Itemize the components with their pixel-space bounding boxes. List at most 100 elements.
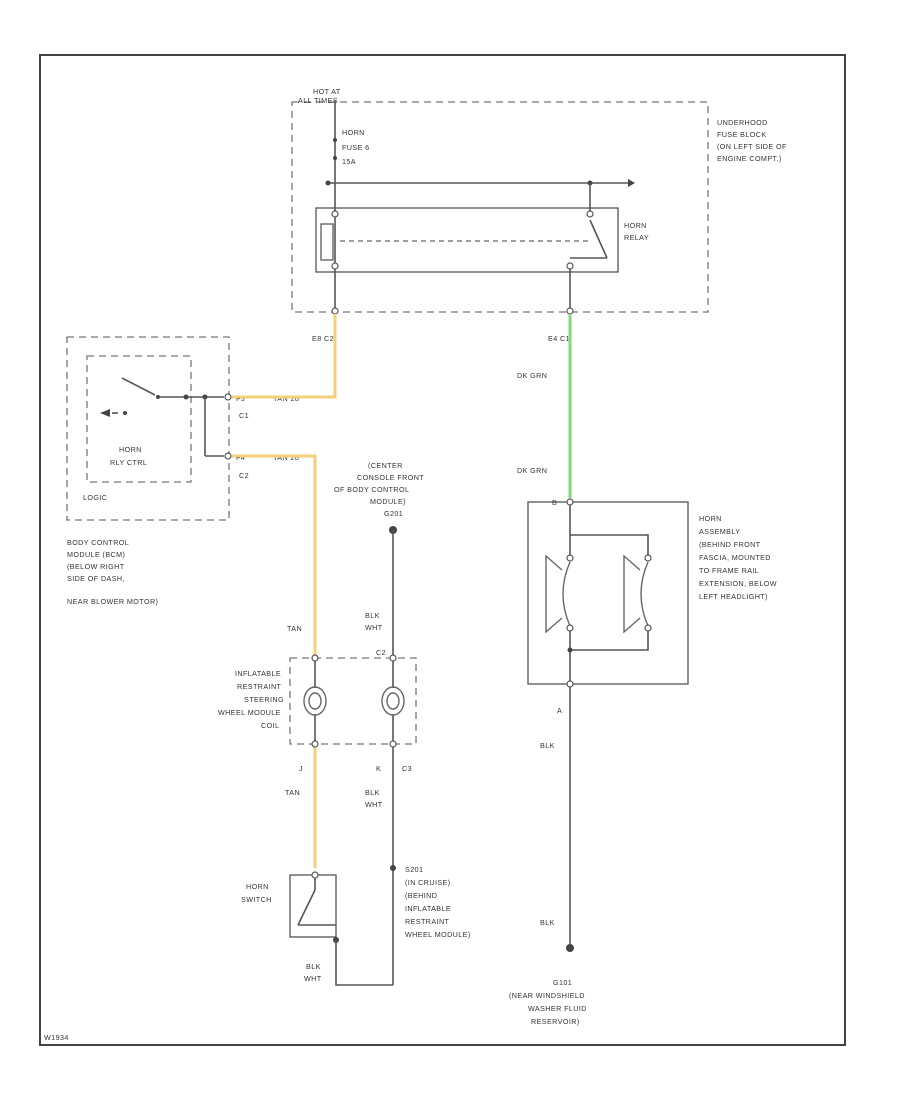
s201-label-1: S201 (405, 865, 423, 874)
horn-label-7: LEFT HEADLIGHT) (699, 592, 768, 601)
coil-pin-j-label: J (299, 764, 303, 773)
hot-at-label-2: ALL TIMES (298, 96, 338, 105)
e4-connector-pin (566, 307, 574, 315)
tan-label-1: TAN (287, 624, 302, 633)
tan-label-2: TAN (285, 788, 300, 797)
e4-c1-connector-label: E4 C1 (548, 334, 570, 343)
coil-label-3: STEERING (244, 695, 284, 704)
bcm-outline (66, 336, 230, 521)
blk-label-1: BLK (540, 741, 555, 750)
g101-label-1: G101 (553, 978, 572, 987)
coil-label-4: WHEEL MODULE (218, 708, 281, 717)
bcm-ground-dot (123, 411, 127, 415)
horn-left-bottom-pin (566, 624, 574, 632)
bcm-label-1: BODY CONTROL (67, 538, 129, 547)
bcm-c2-pin (224, 452, 232, 460)
clockspring-right-inner-icon (386, 692, 400, 710)
horn-assembly: B A HORN ASSEMBLY (BEHIND FRONT FASCIA, … (527, 498, 776, 715)
horn-switch: HORN SWITCH (241, 871, 339, 943)
coil-label-1: INFLATABLE (235, 669, 281, 678)
g201-label-2: CONSOLE FRONT (357, 473, 424, 482)
g201-label-5: G201 (384, 509, 403, 518)
blk-wht-label-2a: BLK (365, 788, 380, 797)
s201-label-2: (IN CRUISE) (405, 878, 451, 887)
relay-switch-contact-icon (589, 219, 608, 259)
horn-switch-contact-icon (297, 889, 316, 926)
g101-label-2: (NEAR WINDSHIELD (509, 991, 585, 1000)
e8-connector-pin (331, 307, 339, 315)
horn-bottom-junction (567, 647, 573, 653)
bcm-ground-arrow-icon (100, 409, 110, 417)
horn-internal-top-bus (570, 534, 649, 555)
bcm-label-4: SIDE OF DASH, (67, 574, 125, 583)
horn-assembly-box (527, 501, 689, 685)
fuse-block-label-3: (ON LEFT SIDE OF (717, 142, 787, 151)
coil-pin-top-right (389, 654, 397, 662)
s201-label-6: WHEEL MODULE) (405, 930, 471, 939)
relay-coil-bottom-pin (331, 262, 339, 270)
bcm-ctrl-label-1: HORN (119, 445, 142, 454)
horn-label-4: FASCIA, MOUNTED (699, 553, 771, 562)
bcm-logic-label: LOGIC (83, 493, 107, 502)
clockspring-left-icon (303, 686, 327, 716)
diagram-border (39, 54, 846, 1046)
blk-wht-wire-switch-to-s201 (335, 940, 393, 986)
hot-at-label-1: HOT AT (313, 87, 341, 96)
relay-label-1: HORN (624, 221, 647, 230)
coil-pin-bottom-right (389, 740, 397, 748)
horn-right-top-pin (644, 554, 652, 562)
footer-code: W1934 (44, 1033, 69, 1042)
g101-label-3: WASHER FLUID (528, 1004, 587, 1013)
blk-wht-label-3a: BLK (306, 962, 321, 971)
blk-label-2: BLK (540, 918, 555, 927)
g201-ground: (CENTER CONSOLE FRONT OF BODY CONTROL MO… (334, 461, 424, 655)
dk-grn-label-1: DK GRN (517, 371, 547, 380)
horn-pin-b-label: B (552, 498, 557, 507)
fuse-label-3: 15A (342, 157, 356, 166)
blk-wht-label-3b: WHT (304, 974, 322, 983)
fuse-bottom-terminal (333, 156, 337, 160)
horn-switch-label-2: SWITCH (241, 895, 272, 904)
steering-wheel-coil: C2 INFLATABLE RESTRAINT STEERING WHEEL M… (218, 648, 417, 773)
horn-left-speaker-icon (545, 554, 571, 634)
fuse-top-terminal (333, 138, 337, 142)
blk-wht-label-1b: WHT (365, 623, 383, 632)
coil-label-2: RESTRAINT (237, 682, 282, 691)
tan-wire-bcm-c1-to-fuse-block (232, 314, 337, 399)
bcm-label-2: MODULE (BCM) (67, 550, 125, 559)
horn-right-bottom-pin (644, 624, 652, 632)
g201-label-1: (CENTER (368, 461, 403, 470)
fuse-label-1: HORN (342, 128, 365, 137)
fuse-block-outline (291, 101, 709, 313)
fuse-block-label-2: FUSE BLOCK (717, 130, 767, 139)
relay-coil-top-pin (331, 210, 339, 218)
fuse-block-label-4: ENGINE COMPT.) (717, 154, 782, 163)
horn-switch-box (289, 874, 337, 938)
coil-pin-bottom-left (311, 740, 319, 748)
horn-internal-bottom-bus (570, 631, 649, 651)
relay-label-2: RELAY (624, 233, 649, 242)
s201-label-3: (BEHIND (405, 891, 437, 900)
coil-pin-top-left (311, 654, 319, 662)
horn-switch-label-1: HORN (246, 882, 269, 891)
horn-pin-b (566, 498, 574, 506)
horn-label-3: (BEHIND FRONT (699, 540, 761, 549)
relay-coil-icon (320, 223, 334, 261)
bus-arrow-icon (628, 179, 635, 187)
s201-splice-icon (390, 865, 396, 871)
body-control-module: HORN RLY CTRL LOGIC F3 F4 C1 C2 TAN 28 T… (66, 336, 299, 606)
horn-right-speaker-icon (623, 554, 649, 634)
bcm-inner-outline (86, 355, 192, 483)
coil-label-5: COIL (261, 721, 279, 730)
g201-label-3: OF BODY CONTROL (334, 485, 409, 494)
clockspring-left-inner-icon (308, 692, 322, 710)
blk-wht-label-1a: BLK (365, 611, 380, 620)
fuse-label-2: FUSE 6 (342, 143, 370, 152)
bcm-junction-upper (183, 394, 189, 400)
relay-switch-top-pin (586, 210, 594, 218)
e8-c2-connector-label: E8 C2 (312, 334, 334, 343)
bcm-c1-label: C1 (239, 411, 249, 420)
bus-junction-left (325, 180, 331, 186)
bcm-label-5: NEAR BLOWER MOTOR) (67, 597, 158, 606)
